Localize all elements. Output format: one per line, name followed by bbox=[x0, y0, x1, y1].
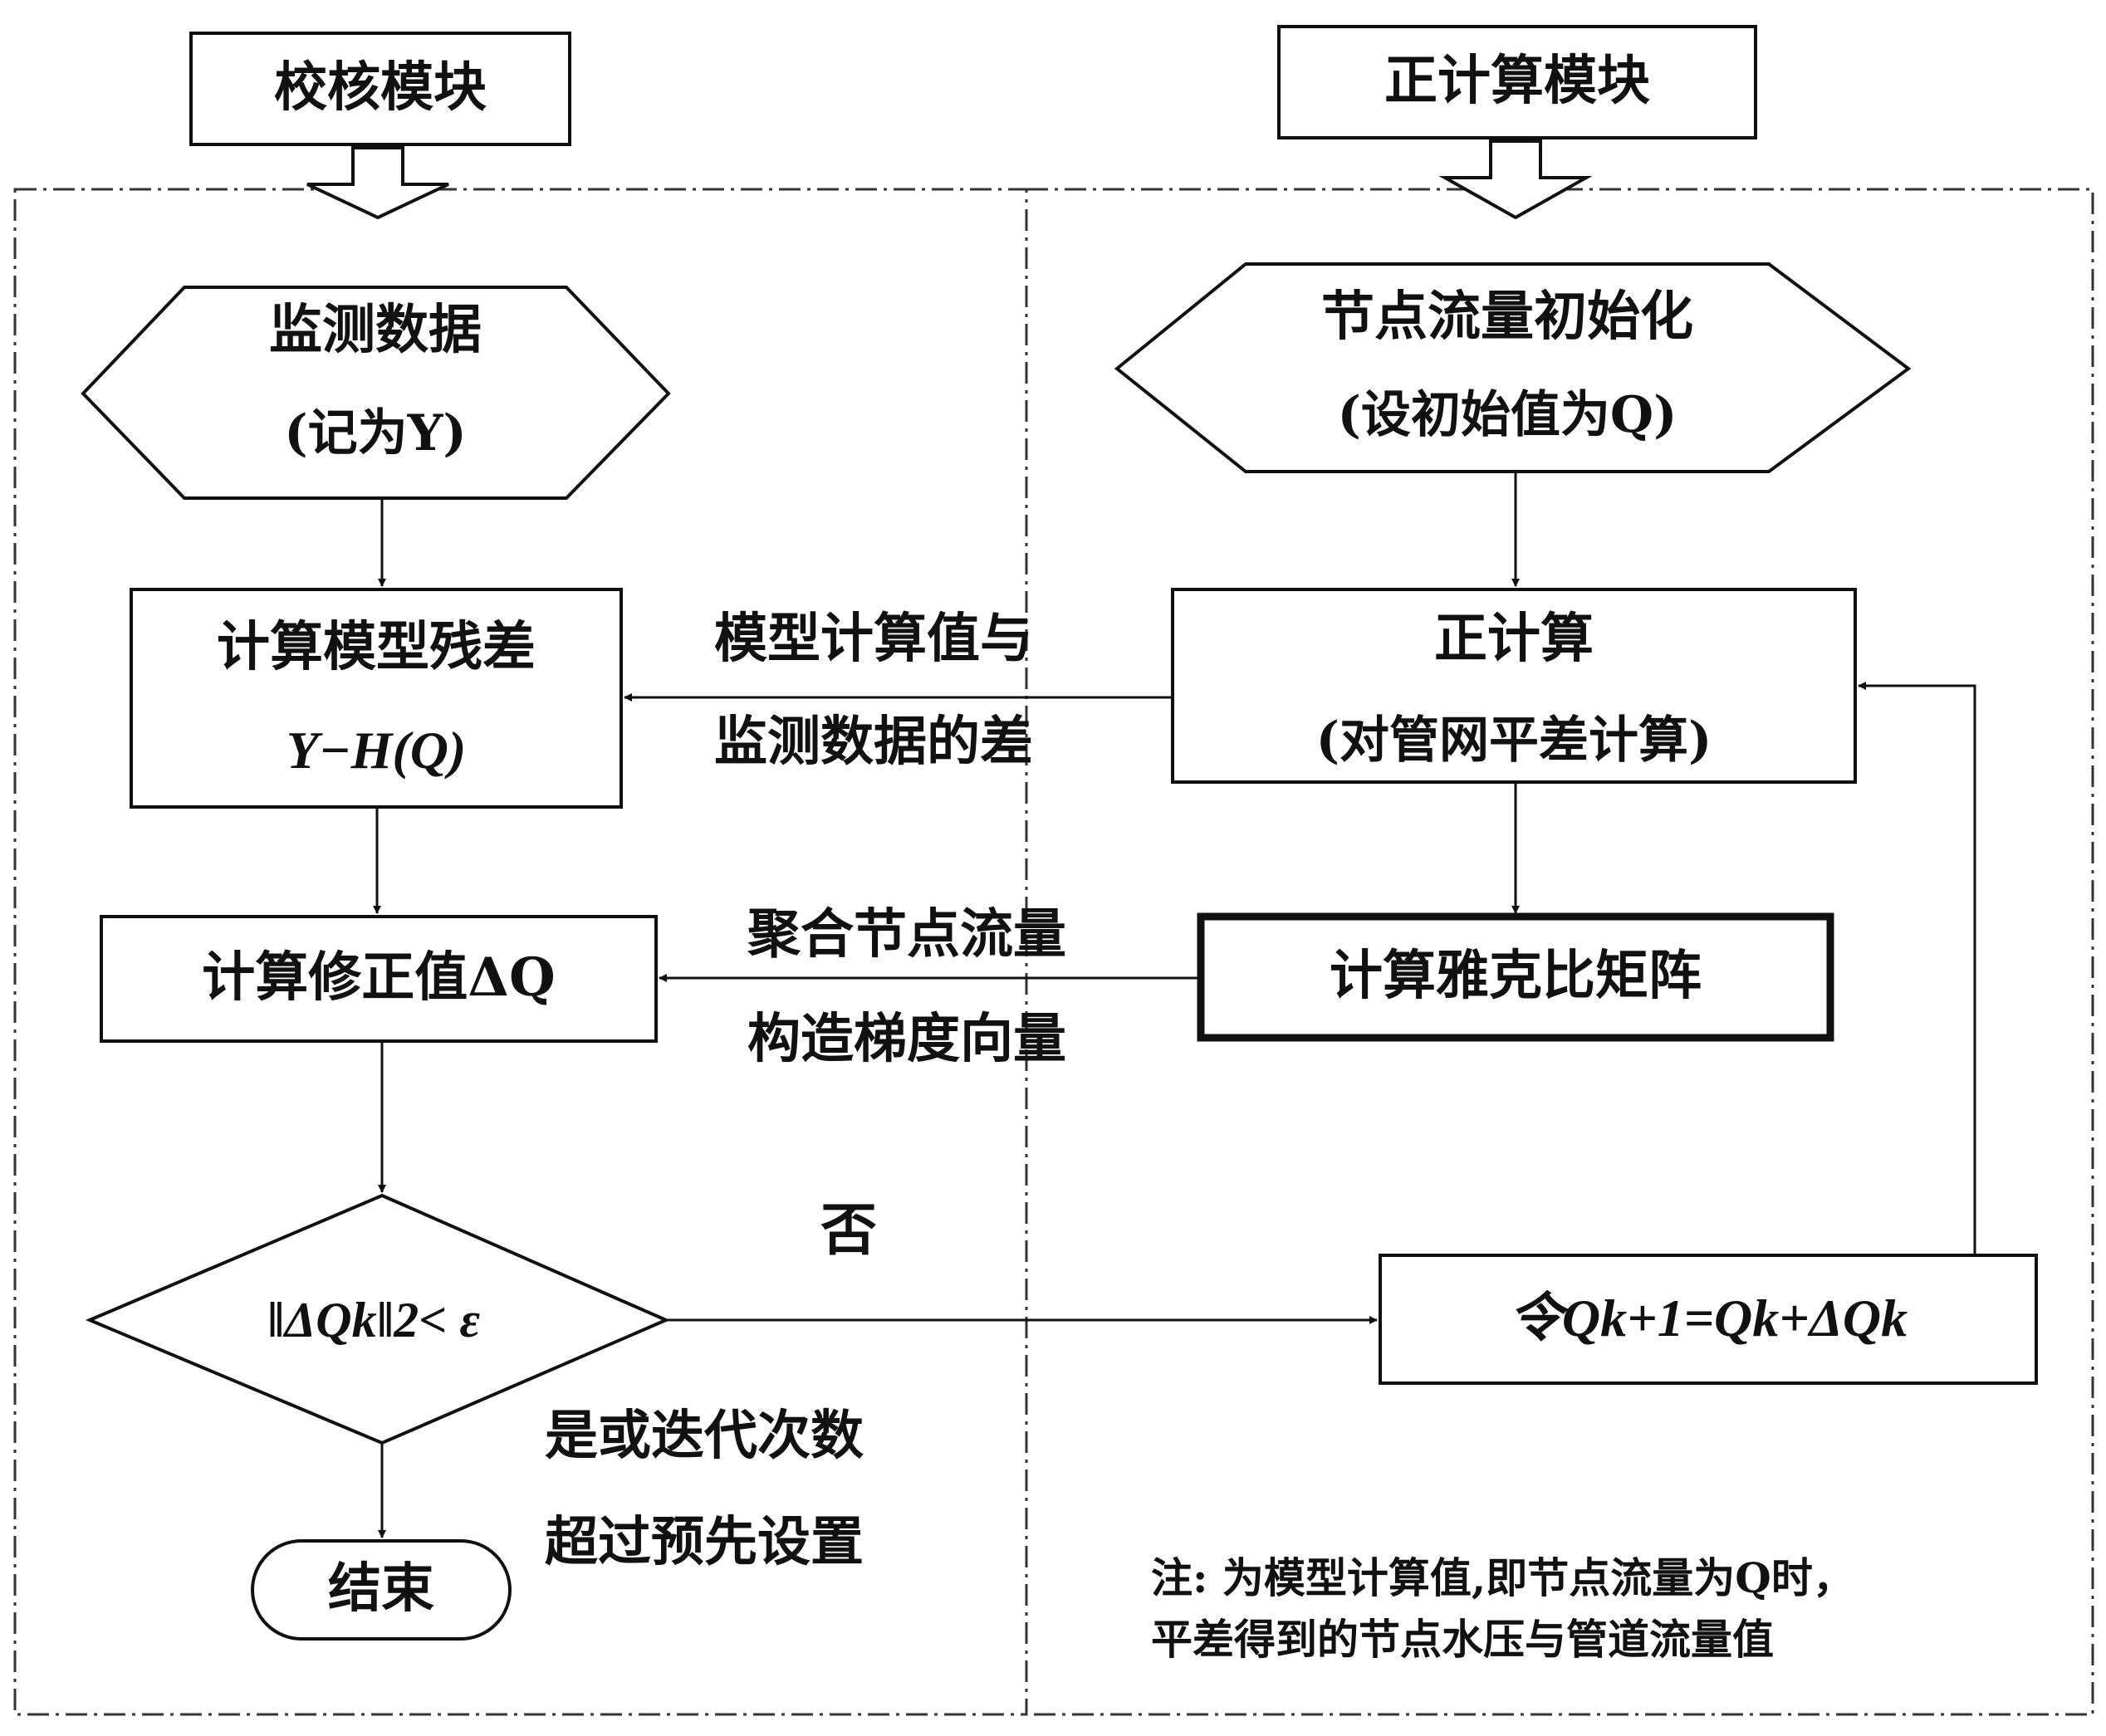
correction-label: 计算修正值ΔQ bbox=[202, 946, 556, 1009]
note-line1: 注: 为模型计算值,即节点流量为Q时， bbox=[1151, 1553, 1854, 1602]
monitor-data-hexagon bbox=[81, 286, 671, 500]
monitor-data-sublabel: (记为Y) bbox=[284, 404, 467, 462]
check-module-block-arrow bbox=[306, 146, 449, 220]
forward-calc-label: 正计算 bbox=[1434, 608, 1594, 670]
init-flow-sublabel: (设初始值为Q) bbox=[1337, 386, 1677, 444]
check-module-box bbox=[189, 32, 571, 146]
forward-calc-box bbox=[1171, 588, 1857, 784]
correction-box bbox=[100, 915, 658, 1043]
update-box bbox=[1379, 1254, 2038, 1385]
forward-module-title: 正计算模块 bbox=[1384, 50, 1650, 112]
grad-edge-label-line1: 聚合节点流量 bbox=[747, 903, 1066, 966]
module-frames bbox=[13, 188, 2094, 1716]
no-branch-label: 否 bbox=[820, 1197, 878, 1264]
init-flow-hexagon bbox=[1114, 262, 1912, 473]
end-label: 结束 bbox=[328, 1558, 434, 1620]
forward-calc-sublabel: (对管网平差计算) bbox=[1315, 712, 1712, 770]
init-flow-label: 节点流量初始化 bbox=[1321, 286, 1693, 348]
yes-branch-label-line1: 是或迭代次数 bbox=[545, 1405, 864, 1467]
forward-module-box bbox=[1277, 25, 1757, 139]
forward-module-block-arrow bbox=[1438, 139, 1593, 220]
diff-edge-label-line2: 监测数据的差 bbox=[714, 711, 1033, 773]
arrow-update-to-forward bbox=[1858, 682, 1976, 1255]
update-formula: 令Qk+1=Qk+ΔQk bbox=[1508, 1289, 1908, 1347]
residual-formula: Y−H(Q) bbox=[286, 721, 467, 780]
check-module-title: 校核模块 bbox=[274, 56, 487, 119]
connectors bbox=[373, 472, 1976, 1538]
note-line2: 平差得到的节点水压与管道流量值 bbox=[1151, 1615, 1774, 1664]
residual-box bbox=[130, 588, 623, 809]
yes-branch-label-line2: 超过预先设置 bbox=[545, 1511, 864, 1573]
jacobian-label: 计算雅克比矩阵 bbox=[1330, 945, 1702, 1007]
convergence-condition: ‖ΔQk‖2< ε bbox=[267, 1293, 481, 1347]
forward-module-frame bbox=[1026, 188, 2094, 1716]
monitor-data-label: 监测数据 bbox=[269, 299, 482, 361]
diff-edge-label-line1: 模型计算值与 bbox=[714, 608, 1033, 670]
end-terminal bbox=[251, 1539, 512, 1641]
residual-label: 计算模型残差 bbox=[217, 616, 536, 678]
grad-edge-label-line2: 构造梯度向量 bbox=[747, 1008, 1066, 1070]
jacobian-box bbox=[1197, 912, 1834, 1042]
